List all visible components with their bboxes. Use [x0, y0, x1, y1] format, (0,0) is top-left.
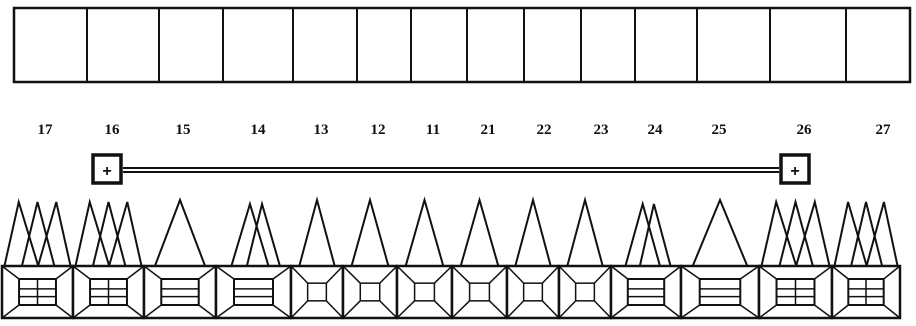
tooth-number-25: 25: [712, 122, 727, 138]
tooth-number-14: 14: [251, 122, 267, 138]
tooth-number-15: 15: [176, 122, 191, 138]
root-11-1: [405, 200, 444, 268]
crown-27: [832, 266, 900, 318]
crown-14: [216, 266, 291, 318]
root-26-2: [779, 202, 814, 268]
crown-17: [2, 266, 73, 318]
root-25-1: [692, 200, 748, 268]
root-27-3: [866, 202, 898, 268]
root-26-3: [796, 202, 831, 268]
root-16-2: [92, 202, 126, 268]
crown-24: [611, 266, 681, 318]
crown-13: [291, 266, 343, 318]
tooth-number-22: 22: [537, 122, 552, 138]
root-14-2: [246, 204, 280, 268]
abutment-symbol-16: +: [102, 163, 111, 180]
root-13-1: [299, 200, 335, 268]
root-17-2: [21, 202, 55, 268]
root-24-2: [639, 204, 671, 268]
tooth-number-17: 17: [38, 122, 54, 138]
tooth-number-12: 12: [371, 122, 386, 138]
tooth-number-21: 21: [481, 122, 496, 138]
crown-25: [681, 266, 759, 318]
crown-11: [397, 266, 452, 318]
root-16-1: [75, 202, 110, 268]
root-24-1: [625, 204, 661, 268]
root-17-1: [4, 202, 39, 268]
crown-15: [144, 266, 216, 318]
root-27-1: [834, 202, 867, 268]
crown-23: [559, 266, 611, 318]
root-22-1: [515, 200, 551, 268]
tooth-number-23: 23: [594, 122, 609, 138]
crown-row: [2, 266, 900, 318]
bridge-connector: ++: [93, 155, 809, 183]
root-row: [4, 200, 898, 268]
annotation-box-frame: [14, 8, 910, 82]
crown-21: [452, 266, 507, 318]
root-12-1: [351, 200, 389, 268]
root-17-3: [38, 202, 72, 268]
root-14-1: [231, 204, 269, 268]
root-16-3: [109, 202, 143, 268]
tooth-number-26: 26: [797, 122, 813, 138]
tooth-number-13: 13: [314, 122, 329, 138]
root-27-2: [851, 202, 883, 268]
tooth-number-11: 11: [426, 122, 440, 138]
crown-16: [73, 266, 144, 318]
tooth-number-row: 17 16 15 14 13 12 11 21 22 23 24 25 26 27: [38, 122, 892, 138]
annotation-box-row: [14, 8, 910, 82]
crown-22: [507, 266, 559, 318]
root-26-1: [761, 202, 797, 268]
root-23-1: [567, 200, 603, 268]
root-21-1: [460, 200, 499, 268]
abutment-symbol-26: +: [790, 163, 799, 180]
crown-26: [759, 266, 832, 318]
tooth-number-24: 24: [648, 122, 664, 138]
root-15-1: [154, 200, 206, 268]
tooth-number-27: 27: [876, 122, 892, 138]
crown-12: [343, 266, 397, 318]
tooth-number-16: 16: [105, 122, 121, 138]
